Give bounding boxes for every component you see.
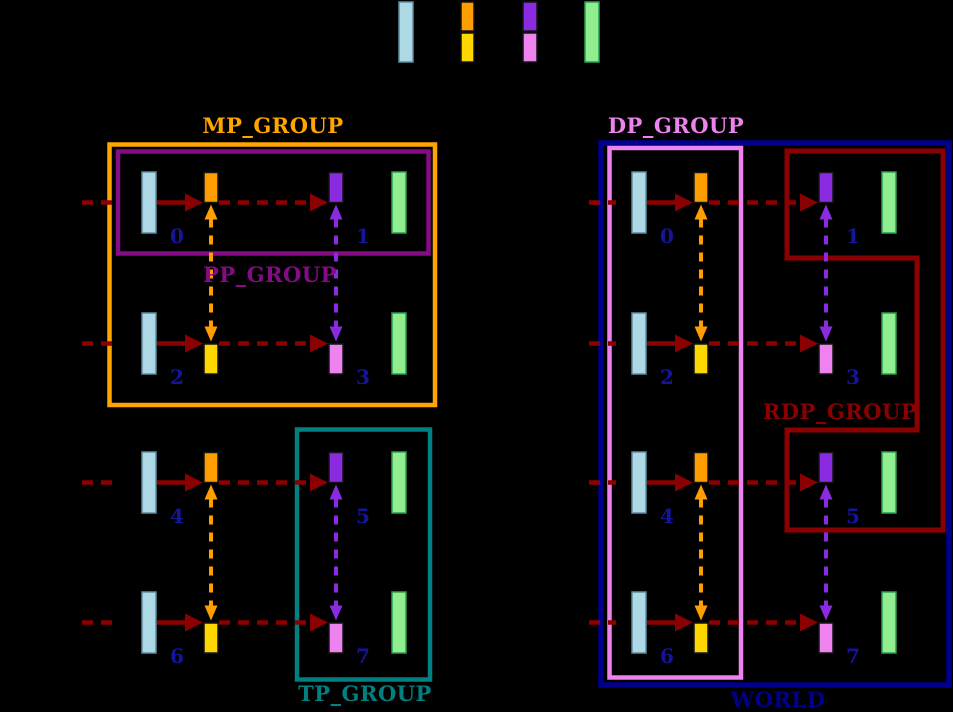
- vertical-dashed-arrow-orange-head-up: [204, 204, 218, 220]
- solid-red-arrowhead: [185, 473, 203, 492]
- solid-red-arrowhead: [675, 613, 693, 632]
- dp-group-label: DP_GROUP: [608, 113, 744, 138]
- rank-number: 2: [660, 365, 674, 389]
- rank-number: 1: [356, 224, 370, 248]
- vertical-dashed-arrow-orange-head-up: [694, 204, 708, 220]
- bar-yellow-half: [203, 343, 219, 375]
- legend-swatch-yellow: [460, 32, 475, 63]
- rank-number: 0: [170, 224, 184, 248]
- pp-group-box: [115, 149, 431, 256]
- world-group-label: WORLD: [730, 687, 826, 712]
- pp-group-label: PP_GROUP: [203, 262, 337, 287]
- bar-blue: [141, 312, 157, 375]
- solid-red-arrowhead: [185, 193, 203, 212]
- legend: [398, 1, 600, 63]
- dashed-red-arrowhead: [800, 613, 818, 632]
- rank-number: 3: [846, 365, 860, 389]
- rank-number: 4: [170, 504, 184, 528]
- tp-group-box: [294, 427, 433, 682]
- vertical-dashed-arrow-purple-head-up: [819, 484, 833, 500]
- dp-group-box: [607, 145, 744, 680]
- rank-number: 7: [356, 644, 370, 668]
- bar-green: [881, 591, 897, 654]
- rank-number: 6: [170, 644, 184, 668]
- bar-purple-half: [818, 451, 834, 484]
- rank-number: 7: [846, 644, 860, 668]
- solid-red-arrowhead: [675, 334, 693, 353]
- bar-purple-half: [328, 171, 344, 204]
- bar-blue: [141, 451, 157, 514]
- rank-number: 6: [660, 644, 674, 668]
- vertical-dashed-arrow-orange-head-down: [694, 605, 708, 621]
- bar-yellow-half: [203, 622, 219, 654]
- legend-swatch-purple: [522, 1, 538, 32]
- bar-green: [881, 171, 897, 234]
- bar-green: [881, 451, 897, 514]
- bar-pink-half: [328, 622, 344, 654]
- bar-yellow-half: [693, 622, 709, 654]
- bar-orange-half: [693, 171, 709, 204]
- vertical-dashed-arrow-purple-head-down: [329, 326, 343, 342]
- vertical-dashed-arrow-purple-head-down: [819, 326, 833, 342]
- vertical-dashed-arrow-purple-head-up: [329, 204, 343, 220]
- bar-purple-half: [818, 171, 834, 204]
- bar-blue: [631, 171, 647, 234]
- rdp-group-label: RDP_GROUP: [763, 399, 917, 424]
- vertical-dashed-arrow-purple-head-down: [329, 605, 343, 621]
- bar-pink-half: [818, 343, 834, 375]
- vertical-dashed-arrow-orange-head-down: [694, 326, 708, 342]
- bar-green: [391, 591, 407, 654]
- dashed-red-arrowhead: [310, 613, 328, 632]
- bar-orange-half: [693, 451, 709, 484]
- bar-blue: [141, 591, 157, 654]
- vertical-dashed-arrow-purple-head-down: [819, 605, 833, 621]
- rank-number: 3: [356, 365, 370, 389]
- dashed-red-arrowhead: [800, 193, 818, 212]
- rank-number: 5: [356, 504, 370, 528]
- bar-blue: [631, 451, 647, 514]
- bar-blue: [141, 171, 157, 234]
- legend-swatch-pink: [522, 32, 538, 63]
- vertical-dashed-arrow-orange-head-down: [204, 326, 218, 342]
- legend-swatch-blue: [398, 1, 414, 63]
- bar-blue: [631, 312, 647, 375]
- dashed-red-arrowhead: [310, 473, 328, 492]
- vertical-dashed-arrow-orange-head-up: [694, 484, 708, 500]
- rank-number: 2: [170, 365, 184, 389]
- vertical-dashed-arrow-purple-head-up: [329, 484, 343, 500]
- bar-blue: [631, 591, 647, 654]
- bar-green: [881, 312, 897, 375]
- solid-red-arrowhead: [185, 334, 203, 353]
- world-group-box: [598, 140, 952, 688]
- mp-group-label: MP_GROUP: [202, 113, 343, 138]
- bar-pink-half: [328, 343, 344, 375]
- vertical-dashed-arrow-orange-head-up: [204, 484, 218, 500]
- bar-pink-half: [818, 622, 834, 654]
- vertical-dashed-arrow-orange-head-down: [204, 605, 218, 621]
- bar-orange-half: [203, 171, 219, 204]
- rank-number: 5: [846, 504, 860, 528]
- rank-number: 1: [846, 224, 860, 248]
- bar-purple-half: [328, 451, 344, 484]
- bar-green: [391, 451, 407, 514]
- solid-red-arrowhead: [675, 193, 693, 212]
- rdp-group-box: [784, 148, 946, 533]
- vertical-dashed-arrow-purple-head-up: [819, 204, 833, 220]
- legend-swatch-orange: [460, 1, 475, 32]
- rank-number: 0: [660, 224, 674, 248]
- bar-yellow-half: [693, 343, 709, 375]
- solid-red-arrowhead: [185, 613, 203, 632]
- bar-orange-half: [203, 451, 219, 484]
- dashed-red-arrowhead: [800, 473, 818, 492]
- dashed-red-arrowhead: [310, 334, 328, 353]
- mp-group-box: [107, 142, 438, 408]
- dashed-red-arrowhead: [310, 193, 328, 212]
- legend-swatch-green: [584, 1, 600, 63]
- dashed-red-arrowhead: [800, 334, 818, 353]
- bar-green: [391, 312, 407, 375]
- rank-number: 4: [660, 504, 674, 528]
- tp-group-label: TP_GROUP: [298, 681, 432, 706]
- solid-red-arrowhead: [675, 473, 693, 492]
- bar-green: [391, 171, 407, 234]
